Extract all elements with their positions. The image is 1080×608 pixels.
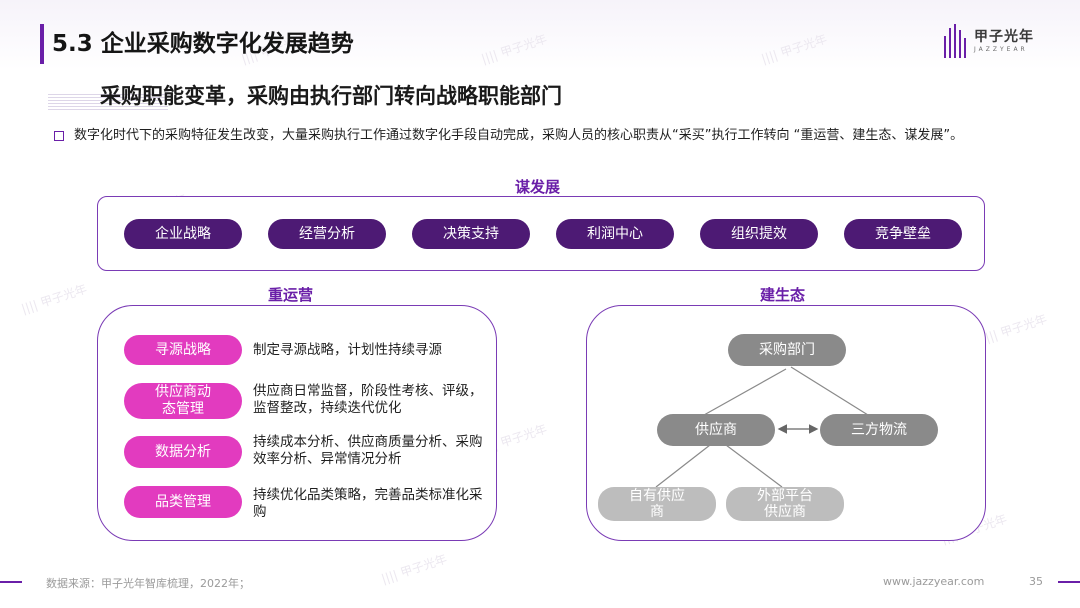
bullet-square-icon — [54, 131, 64, 141]
subtitle-decoration — [48, 94, 168, 110]
logo-bars-icon — [944, 24, 968, 58]
pill-decision-support: 决策支持 — [412, 219, 530, 249]
tag-sourcing-strategy: 寻源战略 — [124, 335, 242, 365]
page-number: 35 — [1029, 575, 1043, 588]
tag-category-management: 品类管理 — [124, 486, 242, 518]
watermark: |||| 甲子光年 — [979, 311, 1049, 347]
line-platform-supplier — [725, 444, 783, 488]
line-own-supplier — [655, 444, 711, 488]
node-logistics: 三方物流 — [820, 414, 938, 446]
develop-panel — [97, 196, 985, 271]
tag-supplier-management: 供应商动态管理 — [124, 383, 242, 419]
page-title: 5.3 企业采购数字化发展趋势 — [52, 31, 354, 57]
desc-data-analysis: 持续成本分析、供应商质量分析、采购效率分析、异常情况分析 — [253, 434, 483, 467]
label-ecosystem: 建生态 — [760, 286, 806, 304]
desc-sourcing-strategy: 制定寻源战略，计划性持续寻源 — [253, 342, 442, 358]
desc-supplier-management: 供应商日常监督，阶段性考核、评级，监督整改，持续迭代优化 — [253, 383, 483, 416]
node-own-supplier: 自有供应商 — [598, 487, 716, 521]
logo-subtext: JAZZYEAR — [974, 46, 1028, 53]
brand-logo: 甲子光年 JAZZYEAR — [944, 24, 1044, 60]
watermark: |||| 甲子光年 — [379, 551, 449, 587]
pill-business-analysis: 经营分析 — [268, 219, 386, 249]
pill-profit-center: 利润中心 — [556, 219, 674, 249]
pill-corporate-strategy: 企业战略 — [124, 219, 242, 249]
bullet-paragraph: 数字化时代下的采购特征发生改变，大量采购执行工作通过数字化手段自动完成，采购人员… — [74, 128, 964, 143]
watermark: |||| 甲子光年 — [19, 281, 89, 317]
logo-name: 甲子光年 — [974, 29, 1034, 45]
line-procurement-logistics — [790, 366, 869, 416]
footer-accent-left — [0, 581, 22, 583]
tag-data-analysis: 数据分析 — [124, 436, 242, 468]
line-supplier-procurement — [703, 368, 787, 416]
footer-source: 数据来源：甲子光年智库梳理，2022年； — [46, 577, 250, 590]
label-operations: 重运营 — [268, 286, 314, 304]
node-platform-supplier: 外部平台供应商 — [726, 487, 844, 521]
pill-competitive-barrier: 竞争壁垒 — [844, 219, 962, 249]
footer-accent-right — [1058, 581, 1080, 583]
section-subtitle: 采购职能变革，采购由执行部门转向战略职能部门 — [100, 84, 562, 108]
node-supplier: 供应商 — [657, 414, 775, 446]
watermark: |||| 甲子光年 — [759, 31, 829, 67]
desc-category-management: 持续优化品类策略，完善品类标准化采购 — [253, 487, 483, 520]
watermark: |||| 甲子光年 — [479, 31, 549, 67]
pill-org-efficiency: 组织提效 — [700, 219, 818, 249]
footer-url[interactable]: www.jazzyear.com — [883, 575, 985, 588]
node-procurement-dept: 采购部门 — [728, 334, 846, 366]
title-accent-bar — [40, 24, 44, 64]
label-develop: 谋发展 — [515, 178, 561, 196]
ecosystem-connectors — [655, 366, 869, 488]
